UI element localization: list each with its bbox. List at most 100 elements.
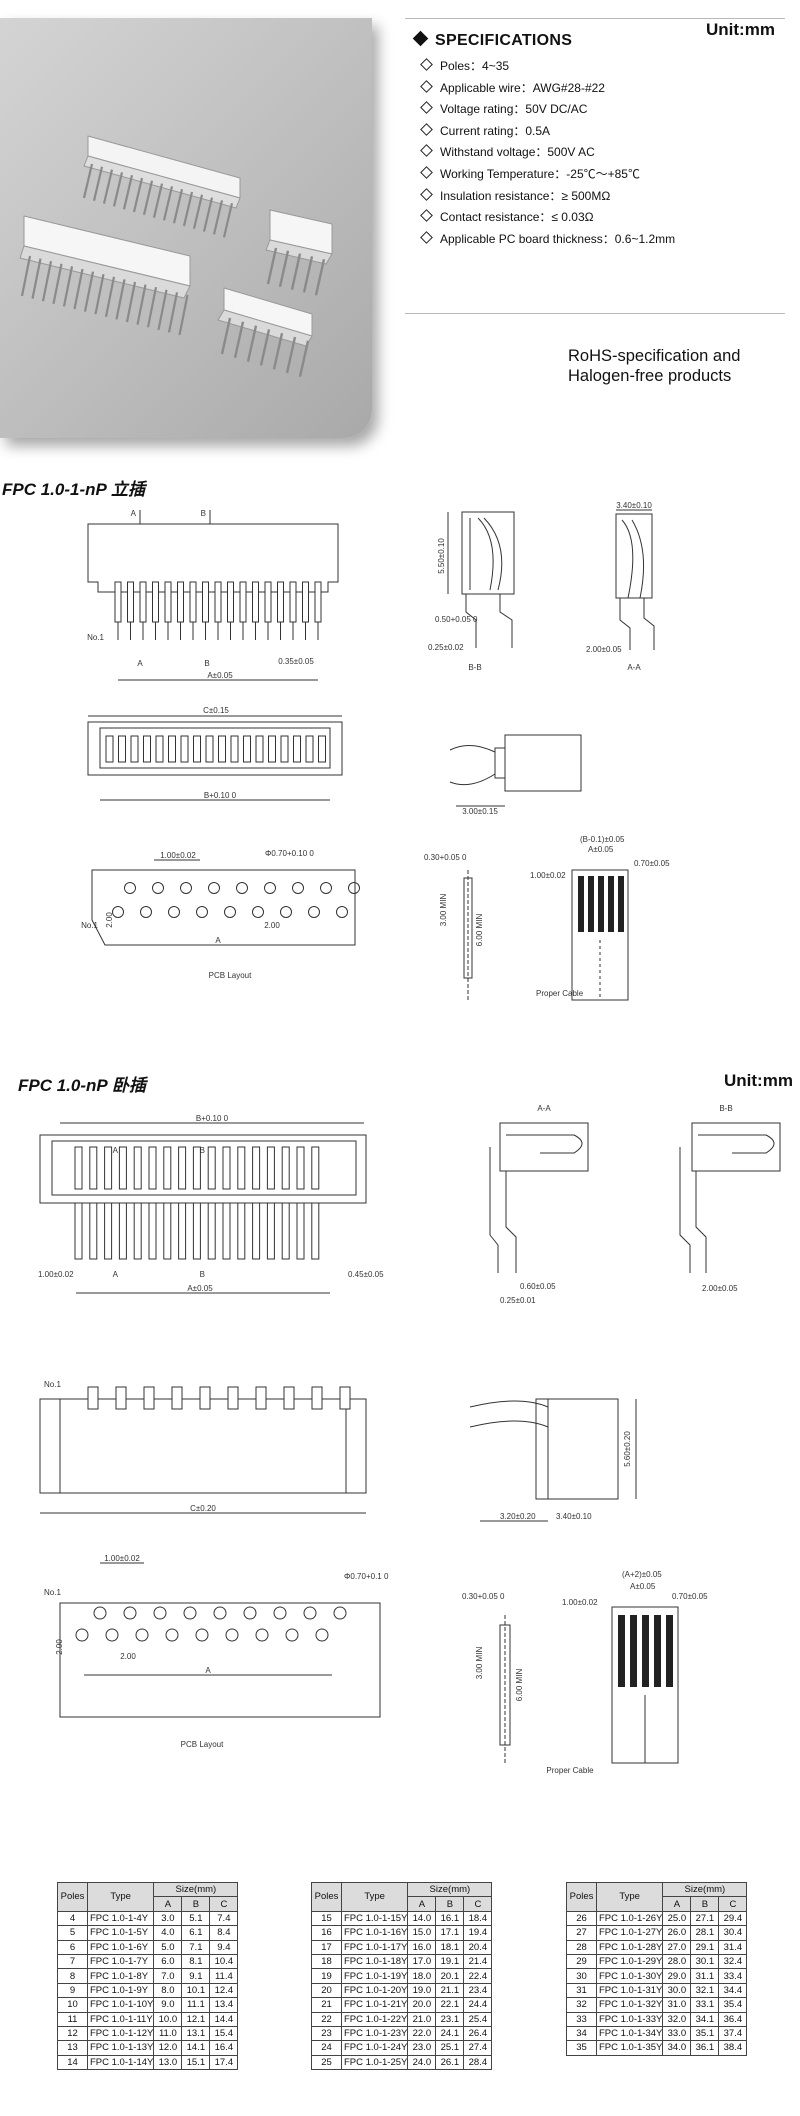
profile-view-2: No.1 C±0.20 xyxy=(39,1380,367,1514)
photo-pin xyxy=(132,177,144,213)
spec-item: Insulation resistance：≥ 500MΩ xyxy=(420,186,675,208)
table-cell: 12.1 xyxy=(181,2011,211,2027)
photo-pin xyxy=(298,340,310,378)
table-cell: 8.0 xyxy=(153,1982,183,1999)
connector-image-4 xyxy=(217,287,313,378)
table-cell: 29.4 xyxy=(718,1910,748,1927)
pin xyxy=(133,1146,142,1190)
table-cell: 13.0 xyxy=(153,2054,183,2071)
photo-pin xyxy=(52,263,63,305)
slot xyxy=(255,735,264,763)
label-w2: 2.00±0.05 xyxy=(586,645,622,654)
pcb-hole xyxy=(224,906,236,918)
spec-item: Voltage rating：50V DC/AC xyxy=(420,99,675,121)
table-cell: FPC 1.0-1-8Y xyxy=(86,1968,155,1984)
table-cell: 16.0 xyxy=(407,1939,437,1955)
th-b: B xyxy=(435,1896,465,1912)
photo-pin xyxy=(233,321,245,359)
pcb-hole xyxy=(165,1628,179,1642)
pin xyxy=(163,1146,172,1190)
photo-pin xyxy=(125,281,137,323)
photo-pin xyxy=(73,268,84,310)
table-cell: 19.4 xyxy=(463,1925,493,1941)
th-a: A xyxy=(153,1896,183,1912)
front-view: A B No.1 A B 0.35±0.05 A±0.05 xyxy=(87,509,339,681)
table-cell: 38.4 xyxy=(718,2040,748,2056)
pin xyxy=(255,1386,267,1410)
slot xyxy=(218,735,226,763)
table-cell: 24.1 xyxy=(435,2025,465,2042)
photo-pin xyxy=(182,191,194,227)
th-type: Type xyxy=(595,1882,664,1912)
table-cell: 10.1 xyxy=(181,1982,211,1999)
pin xyxy=(104,1146,113,1190)
table-cell: 7 xyxy=(57,1953,88,1970)
table-cell: FPC 1.0-1-14Y xyxy=(86,2054,155,2071)
spec-item: Poles：4~35 xyxy=(420,56,675,78)
table-cell: 25.0 xyxy=(662,1910,692,1927)
pcb-hole xyxy=(152,882,164,894)
pcb-hole xyxy=(255,1628,269,1642)
side-view-bb: 5.50±0.10 0.50+0.05 0 0.25±0.02 B-B xyxy=(428,511,515,672)
label-w2-2: 2.00±0.05 xyxy=(702,1284,738,1293)
pin xyxy=(339,1386,351,1410)
drawing-vertical-type: A B No.1 A B 0.35±0.05 A±0.05 C±0.15 B+0… xyxy=(81,501,670,1001)
th-b: B xyxy=(181,1896,211,1912)
cable-diagram-2: 0.30+0.05 0 3.00 MIN 6.00 MIN (A+2)±0.05… xyxy=(462,1570,708,1775)
table-cell: 12 xyxy=(57,2025,88,2042)
photo-pin xyxy=(302,256,314,293)
table-cell: 23 xyxy=(311,2025,342,2042)
table-cell: 30 xyxy=(566,1968,597,1984)
connector-render xyxy=(19,135,333,378)
photo-pin xyxy=(82,163,94,199)
table-cell: 5.1 xyxy=(181,1910,211,1927)
table-cell: 18 xyxy=(311,1953,342,1970)
pcb-hole xyxy=(320,882,332,894)
label-cable-b: (B-0.1)±0.05 xyxy=(580,835,625,844)
label-t2: 0.25±0.02 xyxy=(428,643,464,652)
table-cell: 23.0 xyxy=(407,2040,437,2056)
pin-tail xyxy=(104,1202,113,1260)
th-poles: Poles xyxy=(311,1882,342,1912)
pin xyxy=(118,1146,127,1190)
label-pin-width-2: 0.45±0.05 xyxy=(348,1270,384,1279)
photo-pin xyxy=(246,325,258,362)
pcb-layout-1: 1.00±0.02 Φ0.70+0.10 0 2.00 No.1 2.00 A … xyxy=(81,849,360,980)
pin-tail xyxy=(192,1202,201,1260)
slot xyxy=(293,735,301,763)
side-view-aa-2: A-A 0.60±0.05 0.25±0.01 xyxy=(489,1104,589,1305)
label-row-pitch-2: 2.00 xyxy=(55,1639,64,1655)
th-a: A xyxy=(407,1896,437,1912)
table-cell: 26.1 xyxy=(435,2054,465,2071)
label-b-dim-2: B+0.10 0 xyxy=(196,1114,229,1123)
table-cell: FPC 1.0-1-29Y xyxy=(595,1953,664,1970)
pcb-hole xyxy=(225,1628,239,1642)
table-cell: 33.1 xyxy=(690,1997,720,2013)
label-no1: No.1 xyxy=(87,633,104,642)
pcb-hole xyxy=(140,906,152,918)
pcb-hole xyxy=(252,906,264,918)
table-cell: FPC 1.0-1-6Y xyxy=(86,1939,155,1955)
table-cell: 27.0 xyxy=(662,1939,692,1955)
table-cell: 8.1 xyxy=(181,1953,211,1970)
label-pcb-a: A xyxy=(215,936,221,945)
pin xyxy=(177,581,184,623)
table-cell: 5.0 xyxy=(153,1939,183,1955)
th-size: Size(mm) xyxy=(153,1881,239,1898)
table-cell: 22.0 xyxy=(407,2025,437,2042)
photo-pin xyxy=(314,258,326,296)
photo-pin xyxy=(220,317,232,355)
